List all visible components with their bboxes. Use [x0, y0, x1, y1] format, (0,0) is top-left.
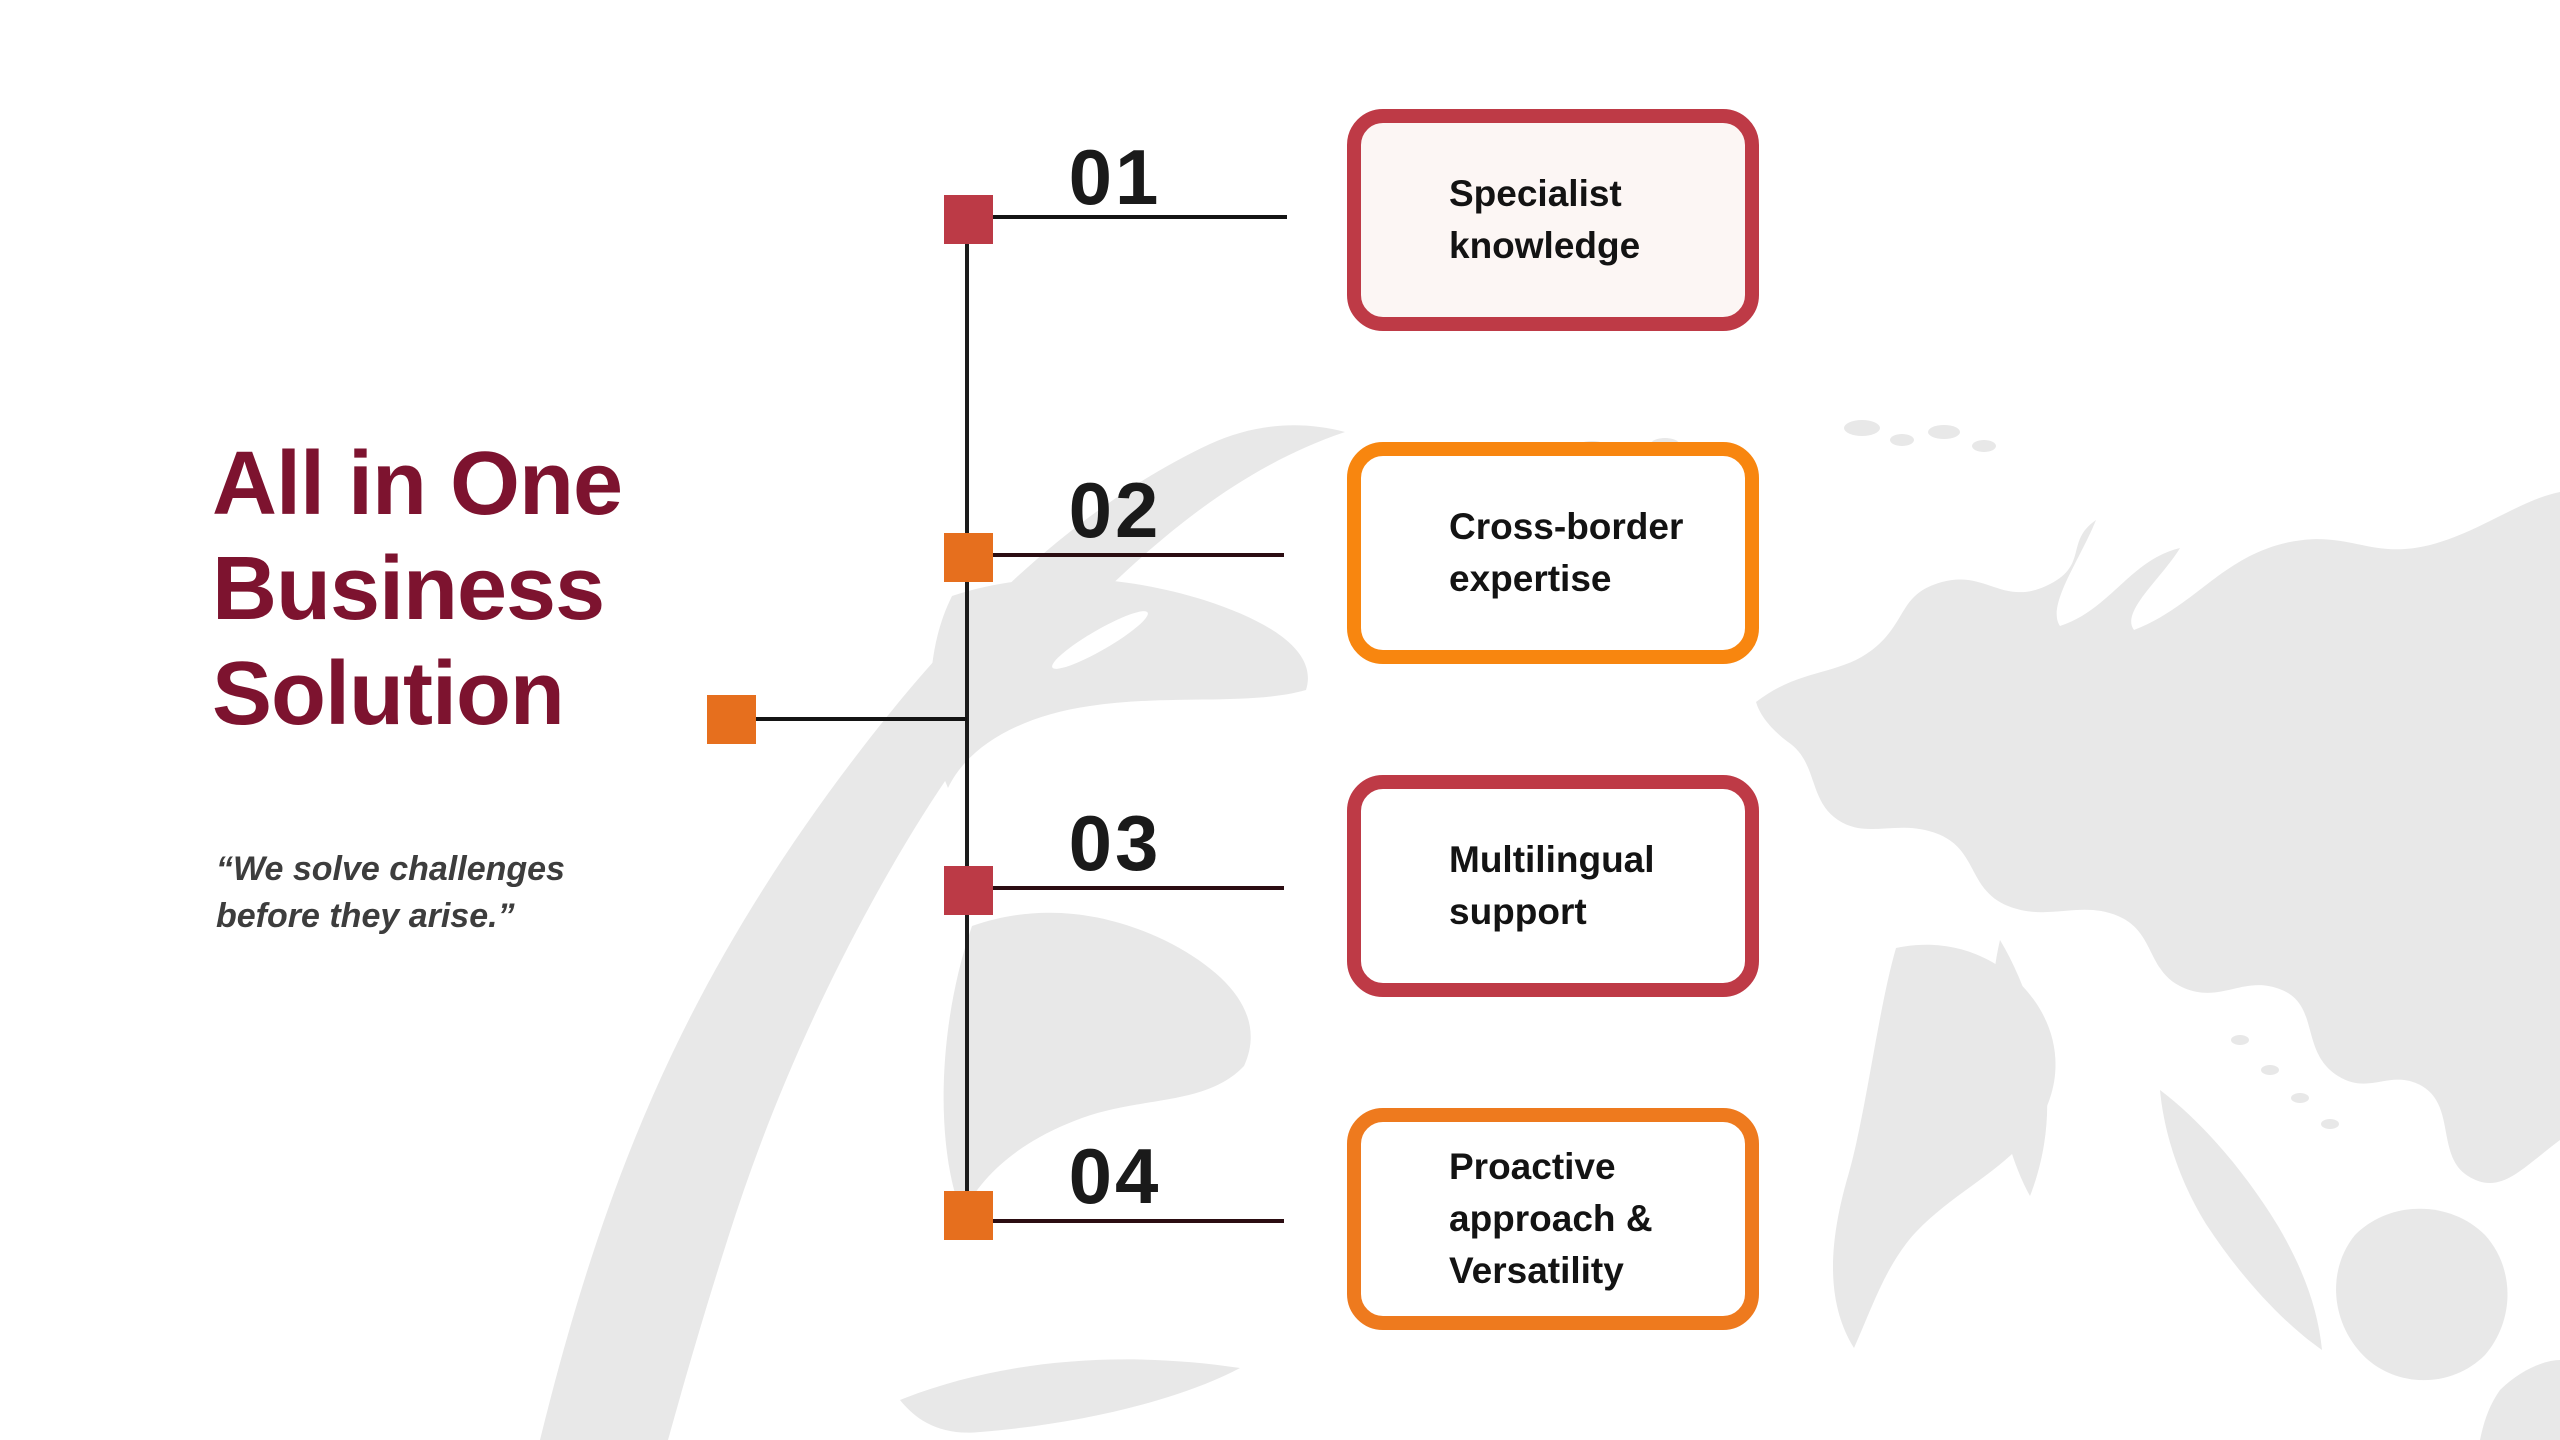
- page-title-line: Solution: [212, 644, 565, 744]
- feature-box-specialist-knowledge: Specialist knowledge: [1347, 109, 1759, 331]
- timeline-marker-4: [944, 1191, 993, 1240]
- timeline-root-marker: [707, 695, 756, 744]
- feature-box-label: Proactive approach & Versatility: [1449, 1146, 1653, 1291]
- feature-box-proactive-approach: Proactive approach & Versatility: [1347, 1108, 1759, 1330]
- connector-line-2: [993, 553, 1284, 557]
- feature-box-label: Multilingual support: [1449, 839, 1655, 932]
- timeline-marker-2: [944, 533, 993, 582]
- step-number-4: 04: [1068, 1132, 1162, 1220]
- feature-box-label: Cross-border expertise: [1449, 506, 1684, 599]
- map-island-long: [2160, 1090, 2322, 1350]
- map-landmass-central: [930, 578, 1308, 788]
- timeline-marker-3: [944, 866, 993, 915]
- map-landmass-west: [540, 425, 1345, 1440]
- quote-line: “We solve challenges: [216, 850, 565, 888]
- map-island-round: [2336, 1208, 2508, 1381]
- page-title: All in One Business Solution: [212, 432, 623, 747]
- map-peninsula-thin: [1992, 940, 2048, 1196]
- timeline-vertical-line: [965, 244, 969, 1192]
- timeline-marker-1: [944, 195, 993, 244]
- page-title-line: All in One: [212, 434, 623, 534]
- step-number-3: 03: [1068, 799, 1162, 887]
- feature-box-cross-border-expertise: Cross-border expertise: [1347, 442, 1759, 664]
- connector-line-3: [993, 886, 1284, 890]
- connector-line-4: [993, 1219, 1284, 1223]
- map-landmass-east: [1756, 492, 2560, 1184]
- feature-box-multilingual-support: Multilingual support: [1347, 775, 1759, 997]
- step-number-1: 01: [1068, 133, 1162, 221]
- step-number-2: 02: [1068, 466, 1162, 554]
- map-corner-mass: [2480, 1360, 2560, 1440]
- map-wisp: [900, 1359, 1240, 1433]
- root-connector-line: [756, 717, 967, 721]
- map-landmass-central-lower: [943, 912, 1251, 1214]
- quote-line: before they arise.”: [216, 897, 515, 935]
- feature-box-label: Specialist knowledge: [1449, 173, 1641, 266]
- quote-text: “We solve challenges before they arise.”: [216, 846, 565, 940]
- connector-line-1: [993, 215, 1287, 219]
- page-title-line: Business: [212, 539, 605, 639]
